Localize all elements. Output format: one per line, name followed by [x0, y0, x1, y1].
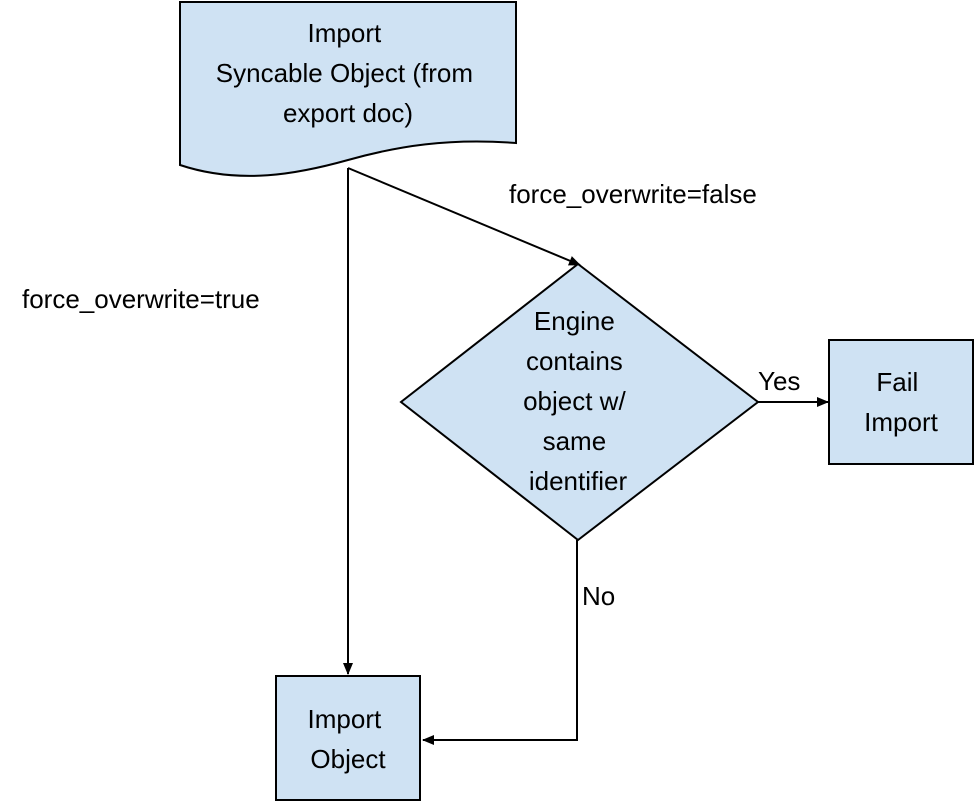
decision-diamond: [399, 262, 760, 542]
node-decision-label: Engine contains object w/ same identifie…: [523, 306, 633, 496]
node-import-object: Import Object: [275, 675, 421, 801]
edges-group: [343, 167, 829, 745]
edge-label-force-false: force_overwrite=false: [509, 179, 757, 209]
node-decision: Engine contains object w/ same identifie…: [399, 262, 760, 542]
edge-label-no: No: [582, 581, 615, 611]
node-fail-import-label: Fail Import: [864, 367, 938, 437]
fail-import-box: [828, 339, 974, 465]
edge-label-force-true: force_overwrite=true: [22, 284, 260, 314]
node-import-syncable: Import Syncable Object (from export doc): [179, 1, 517, 177]
edge-force-false: [347, 167, 581, 266]
edge-label-yes: Yes: [758, 366, 800, 396]
document-shape: [179, 1, 517, 177]
import-object-box: [275, 675, 421, 801]
edge-no: [422, 540, 578, 745]
node-fail-import: Fail Import: [828, 339, 974, 465]
node-import-syncable-label: Import Syncable Object (from export doc): [216, 18, 480, 128]
node-import-object-label: Import Object: [308, 704, 389, 774]
